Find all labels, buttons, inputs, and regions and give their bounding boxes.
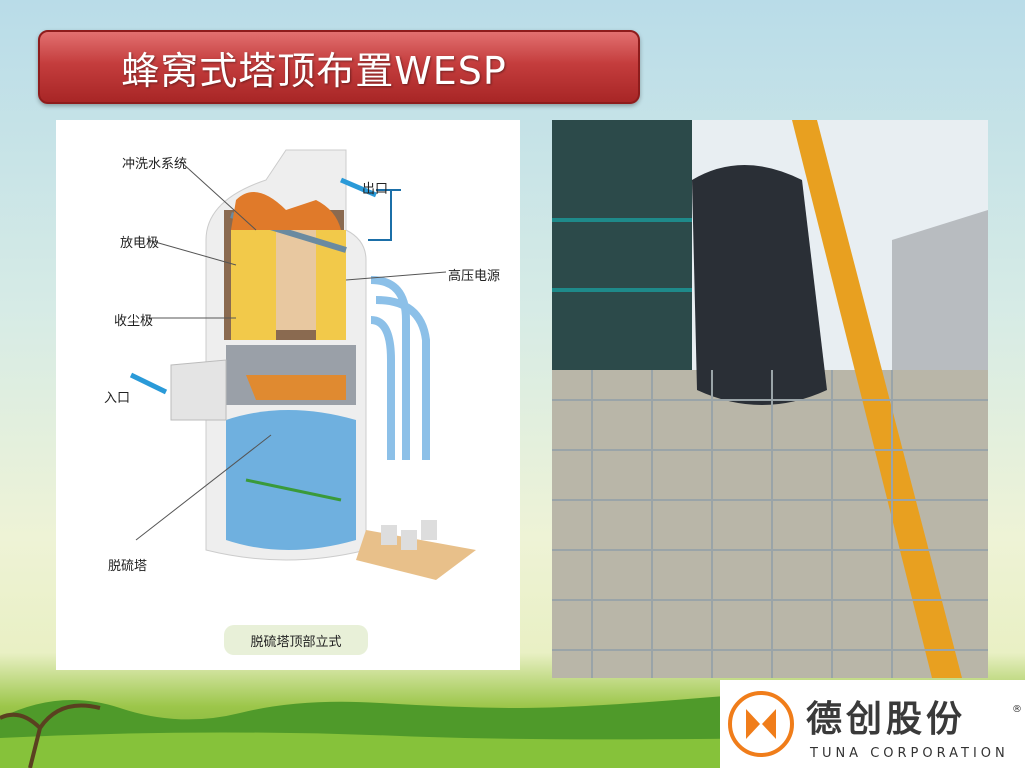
construction-site-image (552, 120, 988, 678)
label-hv-power: 高压电源 (448, 269, 501, 284)
label-discharge-electrode: 放电极 (120, 236, 160, 251)
label-inlet: 入口 (104, 391, 131, 406)
label-desulfurization-tower: 脱硫塔 (108, 559, 148, 574)
tower-illustration (129, 149, 476, 580)
logo-name-en: TUNA CORPORATION (810, 746, 1009, 761)
installation-photo (552, 120, 988, 678)
tower-diagram: 冲洗水系统 放电极 收尘极 入口 脱硫塔 出口 高压电源 脱硫塔顶部立式 (56, 120, 520, 670)
label-collecting-electrode: 收尘极 (114, 314, 154, 329)
title-banner: 蜂窝式塔顶布置WESP (38, 30, 640, 104)
logo-name-cn: 德创股份 (806, 699, 967, 740)
label-flush-water: 冲洗水系统 (122, 157, 188, 172)
tuna-logo-icon (728, 691, 794, 757)
label-outlet: 出口 (362, 182, 389, 197)
slide-title: 蜂窝式塔顶布置WESP (121, 48, 507, 93)
diagram-caption: 脱硫塔顶部立式 (224, 625, 368, 655)
registered-mark: ® (1012, 704, 1022, 715)
company-logo: 德创股份 ® TUNA CORPORATION (720, 680, 1025, 768)
